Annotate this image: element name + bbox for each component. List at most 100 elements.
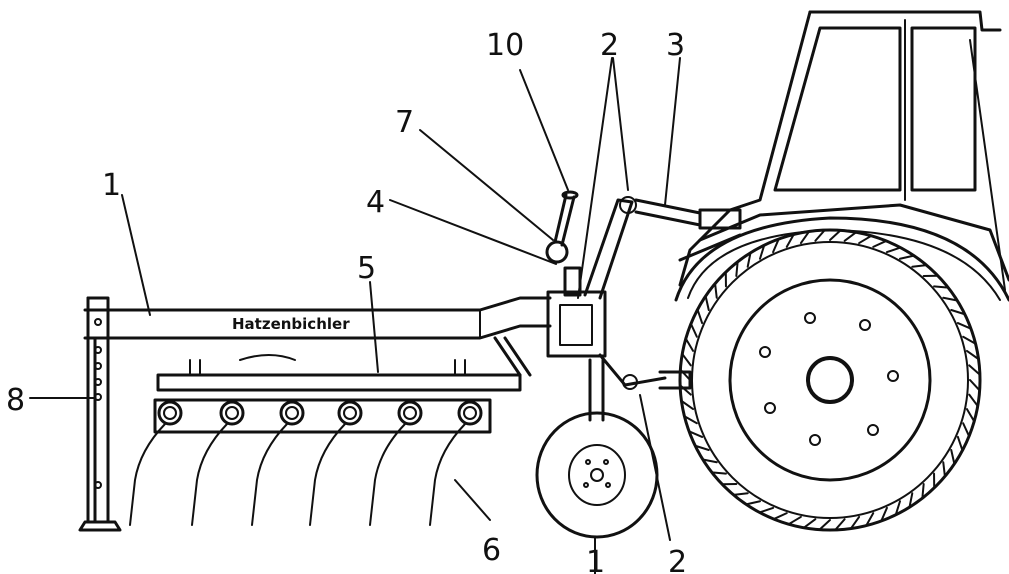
tine-holders [157,400,483,426]
tread-mark [732,492,749,496]
callout-handle: 10 [486,28,524,63]
callout-top-link-cylinder: 3 [666,28,685,63]
tine-holder [157,400,183,426]
callout-ball-joint: 7 [395,105,414,140]
tread-mark [746,251,752,268]
tread-mark [814,229,826,242]
spring-tines [129,423,466,526]
tread-mark [956,435,964,452]
tread-mark [787,515,802,526]
tread-mark [680,399,695,411]
main-frame: Hatzenbichler [83,296,552,340]
callout-leaders [29,57,681,574]
tread-mark [834,518,846,531]
tine-holder-core [403,406,417,420]
tine-holder [219,400,245,426]
tread-mark [858,234,873,245]
tine-holder [397,400,423,426]
fender [674,216,1009,302]
tine-holder [337,400,363,426]
tread-mark [735,260,739,277]
callout-spring-tines: 6 [482,533,501,568]
brand-label: Hatzenbichler [232,315,350,333]
tread-mark [785,233,795,248]
tread-mark [921,483,925,500]
callout-lower-link: 2 [668,545,687,574]
tread-mark [865,512,875,527]
tread-mark [799,230,811,245]
top-link [583,196,742,300]
tread-mark [759,244,766,260]
lower-link [598,353,692,390]
tread-mark [965,408,976,423]
tread-mark [704,295,710,311]
tread-mark [696,308,704,325]
hitch [545,190,607,358]
tread-mark [968,393,979,408]
tine-holder-core [225,406,239,420]
tread-mark [962,422,971,438]
spring-tine [129,423,166,526]
depth-wheel [535,358,659,539]
tread-mark [683,415,698,425]
callout-tine-bar: 5 [357,251,376,286]
tread-mark [894,500,901,516]
tine-holder [457,400,483,426]
tine-holder-core [343,406,357,420]
tread-mark [969,379,981,392]
tread-mark [688,430,704,438]
parking-stand [78,296,122,532]
spring-tine [369,423,406,526]
tire-tread [679,229,981,531]
callout-frame: 1 [102,168,121,203]
tread-mark [911,264,928,268]
tread-mark [968,364,981,376]
spring-tine [251,423,288,526]
tread-mark [772,512,788,521]
tread-mark [843,231,858,242]
tread-mark [965,349,980,361]
tread-mark [933,285,950,289]
tread-mark [899,254,915,260]
tread-mark [710,471,727,475]
tread-mark [880,506,888,522]
callout-parking-stand: 8 [6,383,25,418]
tractor-cab [678,10,1009,291]
tine-holder-core [163,406,177,420]
tread-mark [681,352,692,367]
tread-mark [962,335,977,345]
spring-tine [429,423,466,526]
tread-mark [885,246,902,254]
tread-mark [818,519,831,531]
spring-tine [191,423,228,526]
tread-mark [956,322,972,330]
tread-mark [908,492,914,509]
callout-lift-arm-top: 2 [600,28,619,63]
tread-mark [829,229,842,241]
tread-mark [872,239,888,248]
tread-mark [942,461,946,478]
tine-holder [279,400,305,426]
tread-mark [772,238,780,254]
callout-hitch: 4 [366,185,385,220]
tread-mark [758,506,775,514]
rear-wheel [678,228,982,532]
tread-mark [802,518,817,529]
tread-mark [950,309,966,316]
spring-tine [309,423,346,526]
tread-mark [849,515,861,530]
callout-depth-wheel: 1 [586,545,605,574]
tread-mark [684,337,695,352]
tread-mark [689,322,698,338]
tread-mark [714,282,718,299]
tread-mark [950,449,956,465]
tread-mark [942,296,959,302]
tine-holder-core [463,406,477,420]
tread-mark [701,458,718,464]
tread-mark [694,444,710,451]
tine-bar [153,336,532,434]
tine-holder-core [285,406,299,420]
tread-mark [745,500,761,506]
